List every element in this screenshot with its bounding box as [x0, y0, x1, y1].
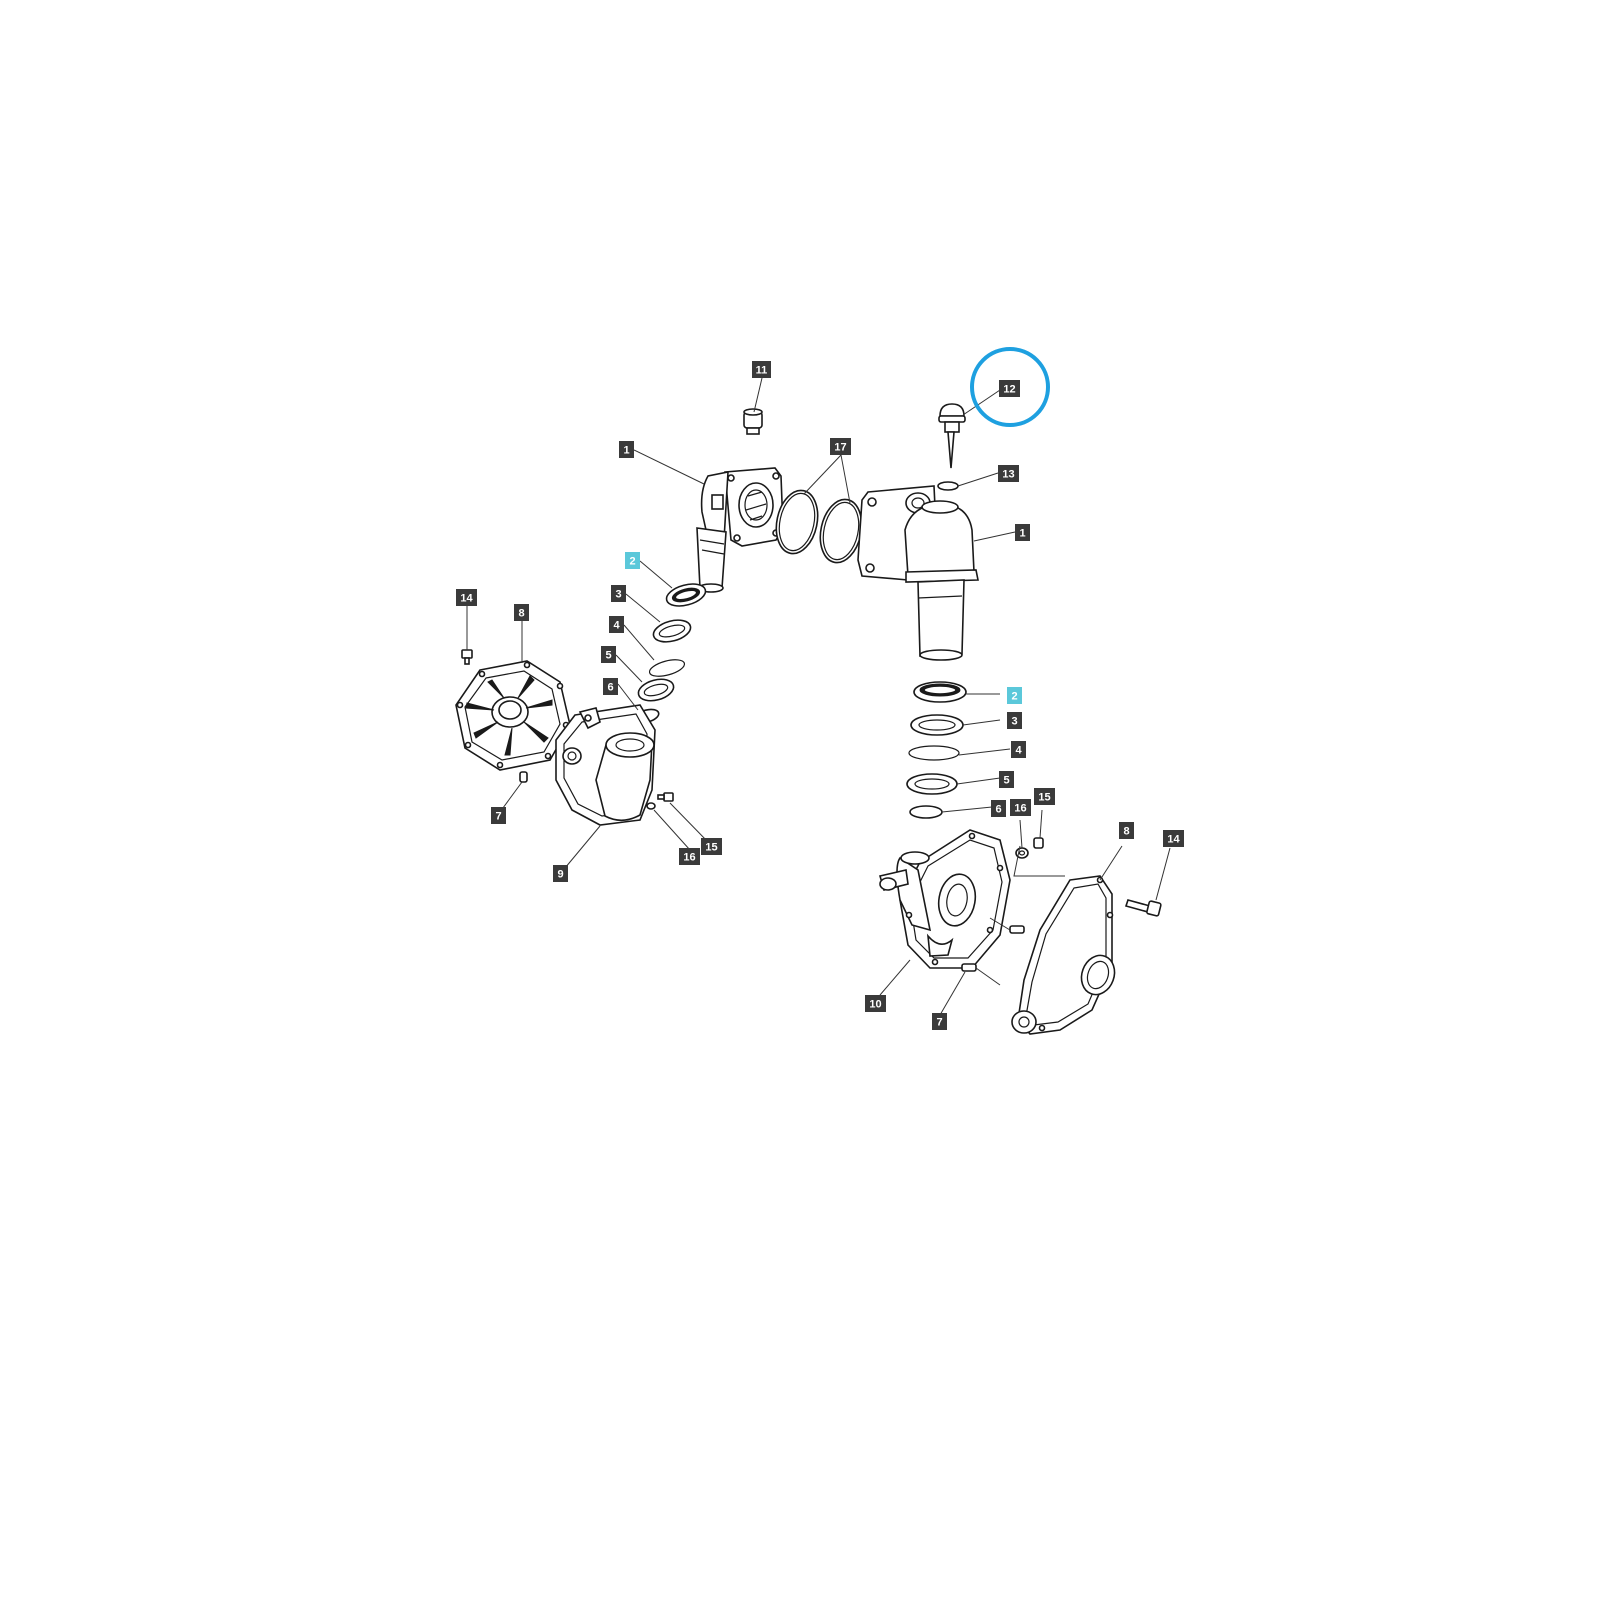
- part-9-gear-housing: [555, 704, 656, 826]
- callout-6-left-label: 6: [607, 682, 613, 694]
- callout-15-left-label: 15: [705, 842, 717, 854]
- part-15-right-bolt: [1033, 837, 1044, 849]
- leader-lines: [466, 377, 1171, 1016]
- callout-13: 13: [998, 465, 1019, 482]
- callout-7-right-label: 7: [936, 1017, 942, 1029]
- callout-3-left-label: 3: [615, 589, 621, 601]
- callout-16-left-label: 16: [683, 852, 695, 864]
- callout-13-label: 13: [1002, 469, 1014, 481]
- part-4-left-snap-ring: [648, 659, 686, 677]
- part-2-right-seal: [913, 681, 967, 703]
- part-3-right-bearing: [910, 714, 964, 736]
- callout-7-left: 7: [491, 807, 506, 824]
- callout-11-label: 11: [756, 365, 768, 377]
- callout-17: 17: [830, 438, 851, 455]
- callout-8-left-label: 8: [518, 608, 524, 620]
- callout-1-left: 1: [619, 441, 634, 458]
- part-8-left-cover: [455, 660, 571, 771]
- callout-4-right: 4: [1011, 741, 1026, 758]
- callout-3-right-label: 3: [1011, 716, 1017, 728]
- callout-3-left: 3: [611, 585, 626, 602]
- callout-8-right-label: 8: [1123, 826, 1129, 838]
- callout-12: 12: [999, 380, 1020, 397]
- callout-4-right-label: 4: [1015, 745, 1022, 757]
- part-4-right-snap-ring: [908, 745, 960, 761]
- callout-7-right: 7: [932, 1013, 947, 1030]
- callout-2-left: 2: [625, 552, 640, 569]
- part-7-left-pin: [519, 771, 528, 783]
- callout-8-right: 8: [1119, 822, 1134, 839]
- callout-8-left: 8: [514, 604, 529, 621]
- callout-12-label: 12: [1003, 384, 1015, 396]
- callout-4-left-label: 4: [613, 620, 620, 632]
- callout-1-right: 1: [1015, 524, 1030, 541]
- callout-16-left: 16: [679, 848, 700, 865]
- callout-5-right: 5: [999, 771, 1014, 788]
- callout-2-left-label: 2: [629, 556, 635, 568]
- part-5-right-bearing: [906, 773, 958, 795]
- part-15-left-bolt: [657, 792, 674, 802]
- part-10-axle-housing: [878, 829, 1011, 969]
- callout-6-right: 6: [991, 800, 1006, 817]
- callout-10: 10: [865, 995, 886, 1012]
- callout-5-right-label: 5: [1003, 775, 1009, 787]
- callout-10-label: 10: [869, 999, 881, 1011]
- highlight-circle-part-12: [970, 347, 1050, 427]
- part-2-left-seal: [665, 583, 707, 607]
- callout-6-left: 6: [603, 678, 618, 695]
- callout-6-right-label: 6: [995, 804, 1001, 816]
- part-13-o-ring: [937, 481, 959, 491]
- part-16-left-washer: [646, 802, 656, 810]
- callout-14-left: 14: [456, 589, 477, 606]
- callout-5-left: 5: [601, 646, 616, 663]
- part-14-right-bolt: [1124, 899, 1162, 917]
- part-1-left-housing: [696, 467, 784, 593]
- callout-15-right: 15: [1034, 788, 1055, 805]
- callout-2-right: 2: [1007, 687, 1022, 704]
- part-1-right-housing: [857, 485, 979, 661]
- callout-14-left-label: 14: [460, 593, 473, 605]
- callout-7-left-label: 7: [495, 811, 501, 823]
- callout-11: 11: [752, 361, 771, 378]
- part-8-right-cover: [1011, 875, 1116, 1035]
- part-11-plug: [743, 408, 763, 435]
- callout-1-right-label: 1: [1019, 528, 1025, 540]
- part-12-dipstick: [938, 403, 966, 469]
- callout-5-left-label: 5: [605, 650, 611, 662]
- part-5-left-bearing: [637, 678, 675, 702]
- callout-1-left-label: 1: [623, 445, 629, 457]
- part-6-right-ring: [909, 805, 943, 819]
- part-14-left-bolt: [461, 649, 473, 665]
- callout-16-right: 16: [1010, 799, 1031, 816]
- part-3-left-bearing: [652, 619, 692, 643]
- callout-4-left: 4: [609, 616, 624, 633]
- callout-15-left: 15: [701, 838, 722, 855]
- callout-14-right: 14: [1163, 830, 1184, 847]
- callout-15-right-label: 15: [1038, 792, 1050, 804]
- callout-9: 9: [553, 865, 568, 882]
- callout-17-label: 17: [834, 442, 846, 454]
- callout-3-right: 3: [1007, 712, 1022, 729]
- callout-2-right-label: 2: [1011, 691, 1017, 703]
- callout-16-right-label: 16: [1014, 803, 1026, 815]
- part-17-o-rings: [775, 489, 863, 564]
- callout-9-label: 9: [557, 869, 563, 881]
- callout-14-right-label: 14: [1167, 834, 1180, 846]
